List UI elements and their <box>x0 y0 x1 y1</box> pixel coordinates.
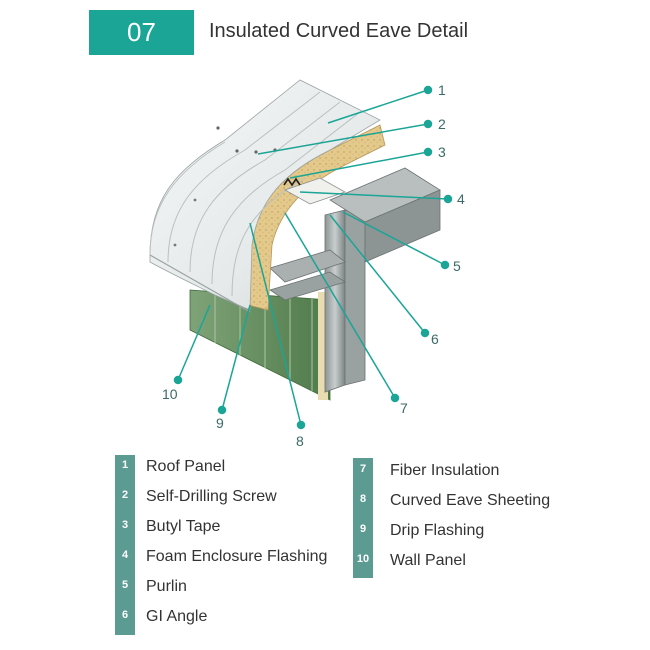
legend-item: 5 Purlin <box>115 576 375 600</box>
callout-1: 1 <box>438 82 446 98</box>
legend-label: Self-Drilling Screw <box>146 488 277 505</box>
legend-label: Purlin <box>146 578 187 595</box>
legend-item: 1 Roof Panel <box>115 456 375 480</box>
legend-label: GI Angle <box>146 608 208 625</box>
legend-number: 6 <box>121 609 129 621</box>
callout-10: 10 <box>162 386 178 402</box>
legend-number: 1 <box>121 459 129 471</box>
legend-label: Foam Enclosure Flashing <box>146 548 328 565</box>
legend-item: 3 Butyl Tape <box>115 516 375 540</box>
legend-number: 2 <box>121 489 129 501</box>
legend-label: Butyl Tape <box>146 518 221 535</box>
legend-item: 6 GI Angle <box>115 606 375 630</box>
callout-2: 2 <box>438 116 446 132</box>
legend-label: Curved Eave Sheeting <box>390 492 551 509</box>
legend-item: 4 Foam Enclosure Flashing <box>115 546 375 570</box>
legend-strip-left <box>115 455 135 635</box>
callout-7: 7 <box>400 400 408 416</box>
detail-number-badge: 07 <box>89 10 194 55</box>
callout-8: 8 <box>296 433 304 449</box>
callout-9: 9 <box>216 415 224 431</box>
legend-item: 7 Fiber Insulation <box>353 460 583 484</box>
callout-6: 6 <box>431 331 439 347</box>
foam-enclosure-shape <box>283 177 346 205</box>
legend-number: 8 <box>359 493 367 505</box>
legend-strip-right <box>353 458 373 578</box>
legend-item: 8 Curved Eave Sheeting <box>353 490 583 514</box>
legend-label: Roof Panel <box>146 458 226 475</box>
legend-number: 5 <box>121 579 129 591</box>
legend-number: 9 <box>359 523 367 535</box>
legend-item: 9 Drip Flashing <box>353 520 583 544</box>
page-title: Insulated Curved Eave Detail <box>209 20 469 42</box>
leader-lines <box>173 85 453 430</box>
callout-3: 3 <box>438 144 446 160</box>
legend-item: 2 Self-Drilling Screw <box>115 486 375 510</box>
legend-number: 10 <box>356 553 370 565</box>
callout-numbers: 1 2 3 4 5 6 7 8 9 10 <box>162 82 465 449</box>
callout-5: 5 <box>453 258 461 274</box>
legend-number: 7 <box>359 463 367 475</box>
legend-number: 3 <box>121 519 129 531</box>
legend-number: 4 <box>121 549 129 561</box>
callout-4: 4 <box>457 191 465 207</box>
legend-label: Fiber Insulation <box>390 462 500 479</box>
detail-number: 07 <box>127 17 156 47</box>
legend-label: Wall Panel <box>390 552 466 569</box>
legend-label: Drip Flashing <box>390 522 485 539</box>
steel-frame-shape <box>269 167 441 393</box>
legend-item: 10 Wall Panel <box>353 550 583 574</box>
